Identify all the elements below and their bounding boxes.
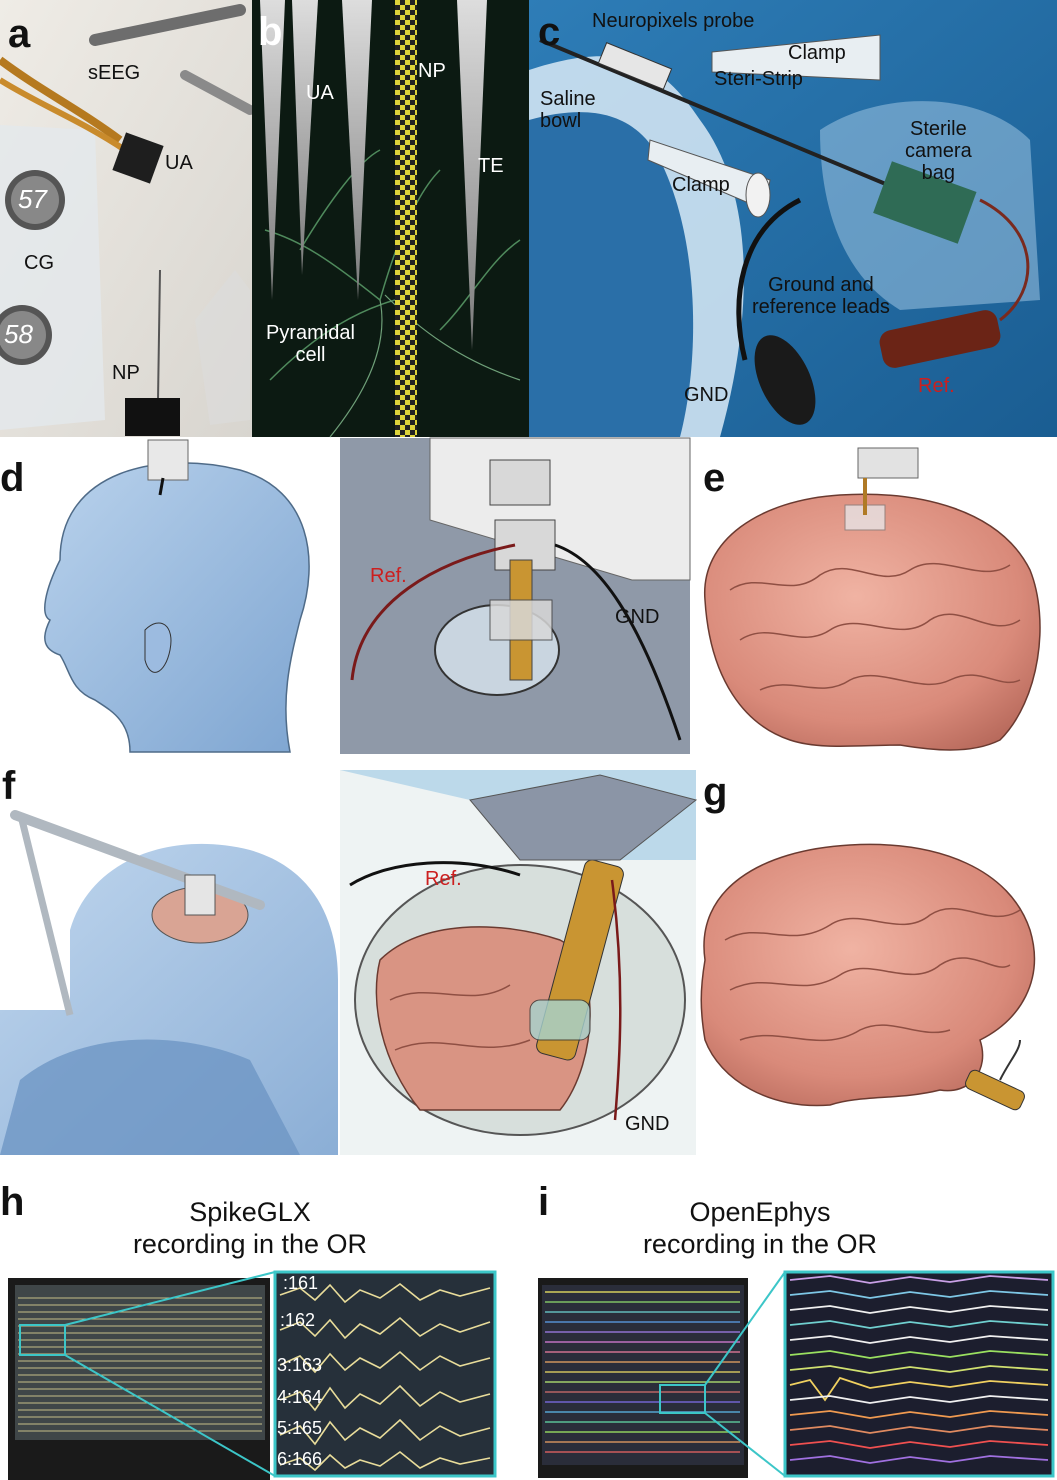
panel-h-screen — [8, 1271, 276, 1480]
label-np-a: NP — [112, 362, 140, 384]
panel-label-g: g — [703, 770, 728, 814]
label-gnd-d: GND — [615, 606, 660, 628]
label-clamp-left: Clamp — [672, 174, 730, 196]
panel-c-illustration — [529, 0, 1057, 437]
label-neuropixels-probe: Neuropixels probe — [592, 10, 755, 32]
panel-label-c: c — [538, 10, 561, 54]
panel-g-brain — [700, 843, 1036, 1111]
panel-d-zoom — [340, 437, 691, 754]
label-gnd-c: GND — [684, 384, 729, 406]
channel-label: 3:163 — [277, 1355, 323, 1375]
label-ref-c: Ref. — [918, 375, 955, 397]
panel-label-i: i — [538, 1180, 550, 1224]
panel-label-a: a — [8, 12, 31, 56]
label-te: TE — [478, 155, 504, 177]
panel-f-head — [0, 770, 338, 1155]
channel-label: 5:165 — [277, 1418, 323, 1438]
label-ref-f: Ref. — [425, 868, 462, 890]
panel-label-h: h — [0, 1180, 25, 1224]
panel-label-f: f — [2, 764, 16, 808]
label-ua-a: UA — [165, 152, 193, 174]
title-spikeglx: SpikeGLX recording in the OR — [132, 1197, 368, 1260]
label-58: 58 — [4, 319, 33, 349]
channel-label: :161 — [283, 1273, 319, 1293]
label-ground-reference-leads: Ground and reference leads — [752, 274, 890, 318]
label-steri-strip: Steri-Strip — [714, 68, 803, 90]
label-57: 57 — [18, 184, 47, 214]
title-openephys: OpenEphys recording in the OR — [642, 1197, 878, 1260]
panel-i-zoom — [783, 1270, 1055, 1478]
panel-i-screen — [538, 1271, 786, 1478]
panel-label-b: b — [258, 10, 283, 54]
panel-d-head — [44, 439, 310, 753]
panel-label-e: e — [703, 456, 726, 500]
label-sterile-camera-bag: Sterile camera bag — [905, 118, 972, 184]
label-seeg: sEEG — [88, 62, 141, 84]
label-saline-bowl: Saline bowl — [540, 88, 596, 132]
panel-a-photo — [0, 0, 255, 437]
label-clamp-top: Clamp — [788, 42, 846, 64]
panel-e-brain — [704, 447, 1041, 751]
panel-f-zoom — [340, 770, 698, 1155]
label-gnd-f: GND — [625, 1113, 670, 1135]
label-pyramidal-cell: Pyramidal cell — [266, 322, 355, 366]
label-cg: CG — [24, 252, 54, 274]
panel-h-zoom — [273, 1270, 497, 1478]
label-ref-d: Ref. — [370, 565, 407, 587]
label-np-b: NP — [418, 60, 446, 82]
channel-label: 6:166 — [277, 1449, 323, 1469]
channel-label: 4:164 — [277, 1387, 323, 1407]
panel-label-d: d — [0, 456, 25, 500]
label-ua-b: UA — [306, 82, 334, 104]
channel-label: :162 — [280, 1310, 316, 1330]
panel-b-illustration — [252, 0, 529, 438]
